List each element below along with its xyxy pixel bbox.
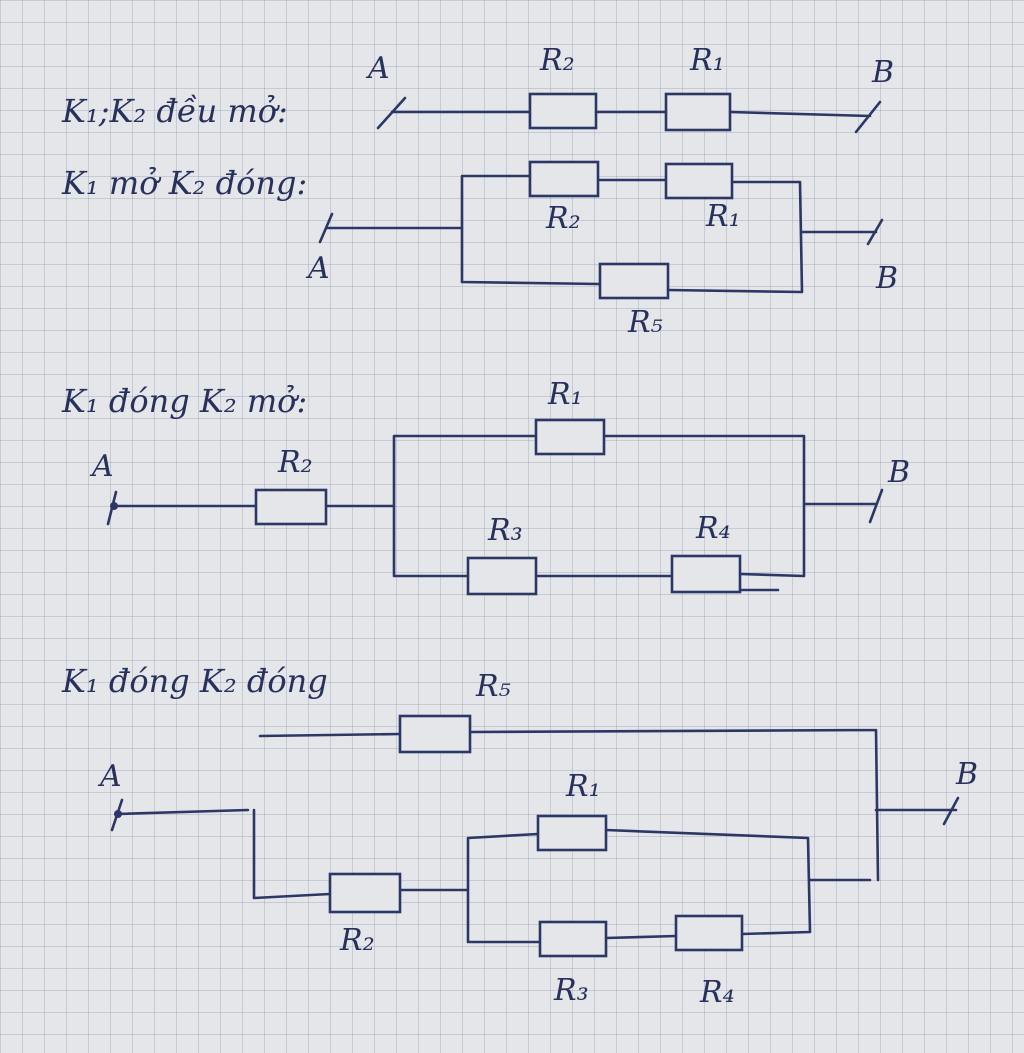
circuit-4-resistor-r3 <box>538 920 608 958</box>
circuit-1-wire-left <box>376 96 532 130</box>
circuit-3: K₁ đóng K₂ mở: A B R₂ R₁ R₃ R₄ <box>61 377 910 596</box>
circuit-4-resistor-r1 <box>536 814 608 852</box>
circuit-4-node-b: B <box>955 757 978 792</box>
circuit-2-resistor-r2 <box>528 160 600 198</box>
circuit-2-resistor-r5 <box>598 262 670 300</box>
circuit-4: K₁ đóng K₂ đóng A B R₅ R₁ R₂ R₃ R₄ <box>61 662 978 1010</box>
circuit-2-title: K₁ mở K₂ đóng: <box>61 164 307 202</box>
circuit-1-resistor-r2 <box>528 92 598 130</box>
circuit-3-label-r3: R₃ <box>487 513 523 548</box>
circuit-3-resistor-r4 <box>670 554 742 594</box>
circuit-3-node-b: B <box>887 455 910 490</box>
circuit-4-label-r1: R₁ <box>565 769 601 804</box>
circuit-2-resistor-r1 <box>664 162 734 200</box>
circuit-1: K₁;K₂ đều mở: A B R₂ R₁ <box>61 43 894 134</box>
circuit-2-wire-frame <box>460 174 884 294</box>
circuit-1-title: K₁;K₂ đều mở: <box>61 92 288 130</box>
circuit-2: K₁ mở K₂ đóng: A B R₂ R₁ R₅ <box>61 160 898 340</box>
circuit-4-node-a: A <box>97 759 122 794</box>
circuit-2-node-b: B <box>875 261 898 296</box>
circuit-1-label-r2: R₂ <box>539 43 575 78</box>
circuit-2-node-a: A <box>305 251 330 286</box>
circuit-2-label-r1: R₁ <box>705 199 741 234</box>
circuit-1-node-a: A <box>365 51 390 86</box>
circuit-3-label-r1: R₁ <box>547 377 583 412</box>
circuit-3-resistor-r3 <box>466 556 538 596</box>
circuit-4-label-r3: R₃ <box>553 973 589 1008</box>
circuit-4-resistor-r4 <box>674 914 744 952</box>
circuit-3-node-a: A <box>89 449 114 484</box>
circuit-3-resistor-r2 <box>254 488 328 526</box>
circuit-2-wire-input <box>318 212 464 244</box>
circuit-3-title: K₁ đóng K₂ mở: <box>61 382 307 420</box>
circuit-3-label-r4: R₄ <box>695 511 731 546</box>
circuit-1-wire-right <box>728 100 882 134</box>
circuit-3-resistor-r1 <box>534 418 606 456</box>
circuit-4-title: K₁ đóng K₂ đóng <box>61 662 328 700</box>
circuit-1-node-b: B <box>871 55 894 90</box>
circuit-1-label-r1: R₁ <box>689 43 725 78</box>
circuit-4-label-r4: R₄ <box>699 975 735 1010</box>
circuit-3-label-r2: R₂ <box>277 445 313 480</box>
circuit-2-label-r2: R₂ <box>545 201 581 236</box>
circuit-4-label-r5: R₅ <box>475 669 511 704</box>
circuit-4-wire-frame <box>110 728 960 944</box>
circuit-1-resistor-r1 <box>664 92 732 132</box>
circuit-3-wire-frame <box>106 434 884 592</box>
circuit-4-resistor-r5 <box>398 714 472 754</box>
circuit-4-label-r2: R₂ <box>339 923 375 958</box>
circuit-4-resistor-r2 <box>328 872 402 914</box>
circuit-2-label-r5: R₅ <box>627 305 663 340</box>
